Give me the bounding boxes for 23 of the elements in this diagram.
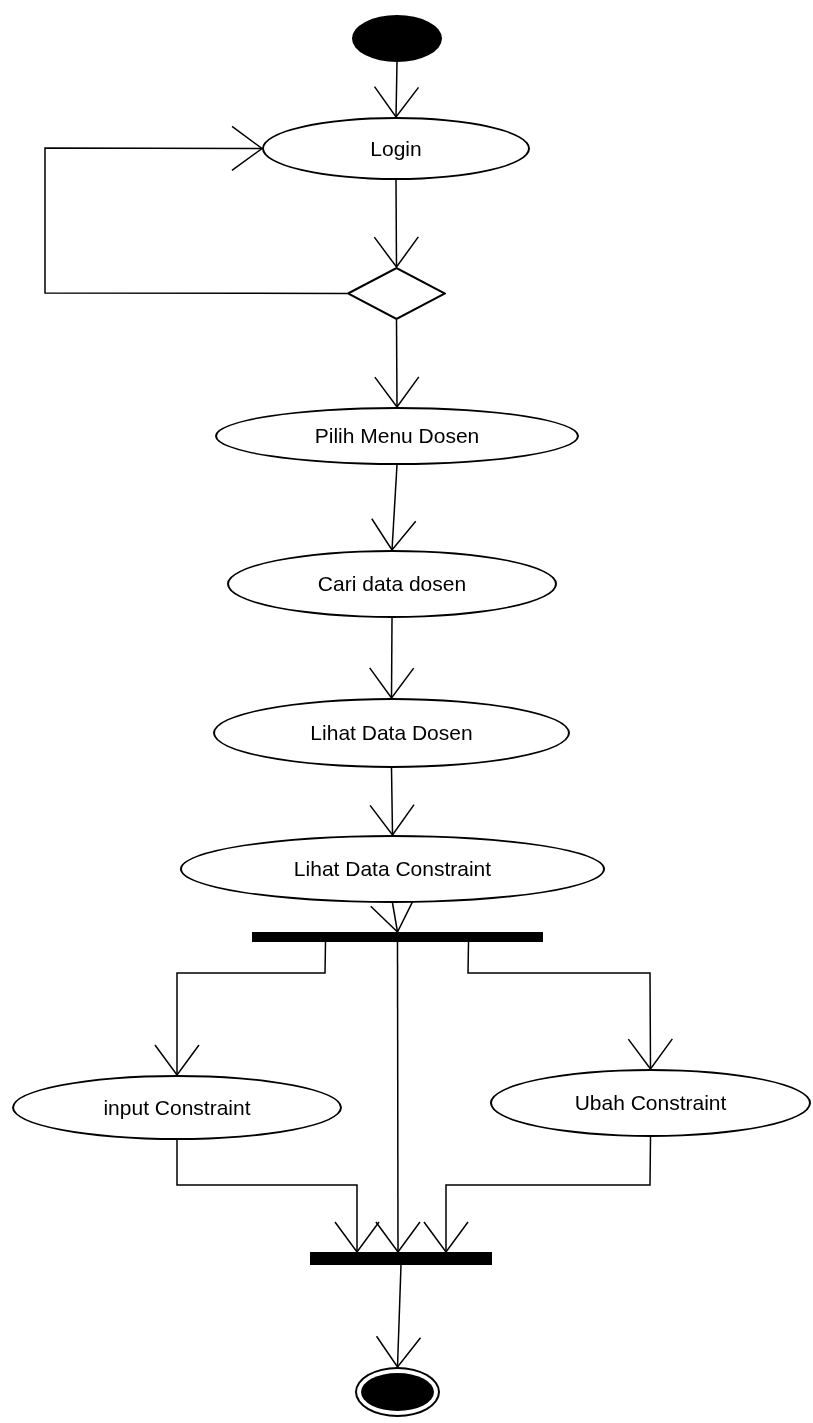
activity-label: Lihat Data Dosen [310, 720, 473, 747]
flow-arrow [467, 941, 674, 1070]
flow-arrow [369, 767, 415, 836]
activity-label: Cari data dosen [317, 571, 467, 598]
sync-bar [252, 932, 543, 942]
flow-arrow [375, 1264, 422, 1368]
flow-arrow [373, 179, 420, 268]
activity-label: Pilih Menu Dosen [314, 423, 480, 450]
flow-arrow [375, 941, 421, 1253]
flow-arrow [373, 61, 420, 118]
sync-bar [310, 1252, 492, 1265]
flow-arrow [176, 1139, 380, 1253]
activity-label: Ubah Constraint [574, 1090, 727, 1117]
flow-arrow [154, 941, 327, 1076]
activity-label: Lihat Data Constraint [293, 856, 492, 883]
activity-label: Login [370, 135, 422, 162]
flow-arrow [423, 1136, 652, 1253]
flow-arrow [368, 617, 415, 699]
activity-label: input Constraint [103, 1094, 251, 1121]
flow-arrow [44, 125, 348, 295]
flow-arrow [374, 319, 420, 408]
decision-diamond [347, 267, 446, 320]
flow-arrow [371, 464, 417, 551]
